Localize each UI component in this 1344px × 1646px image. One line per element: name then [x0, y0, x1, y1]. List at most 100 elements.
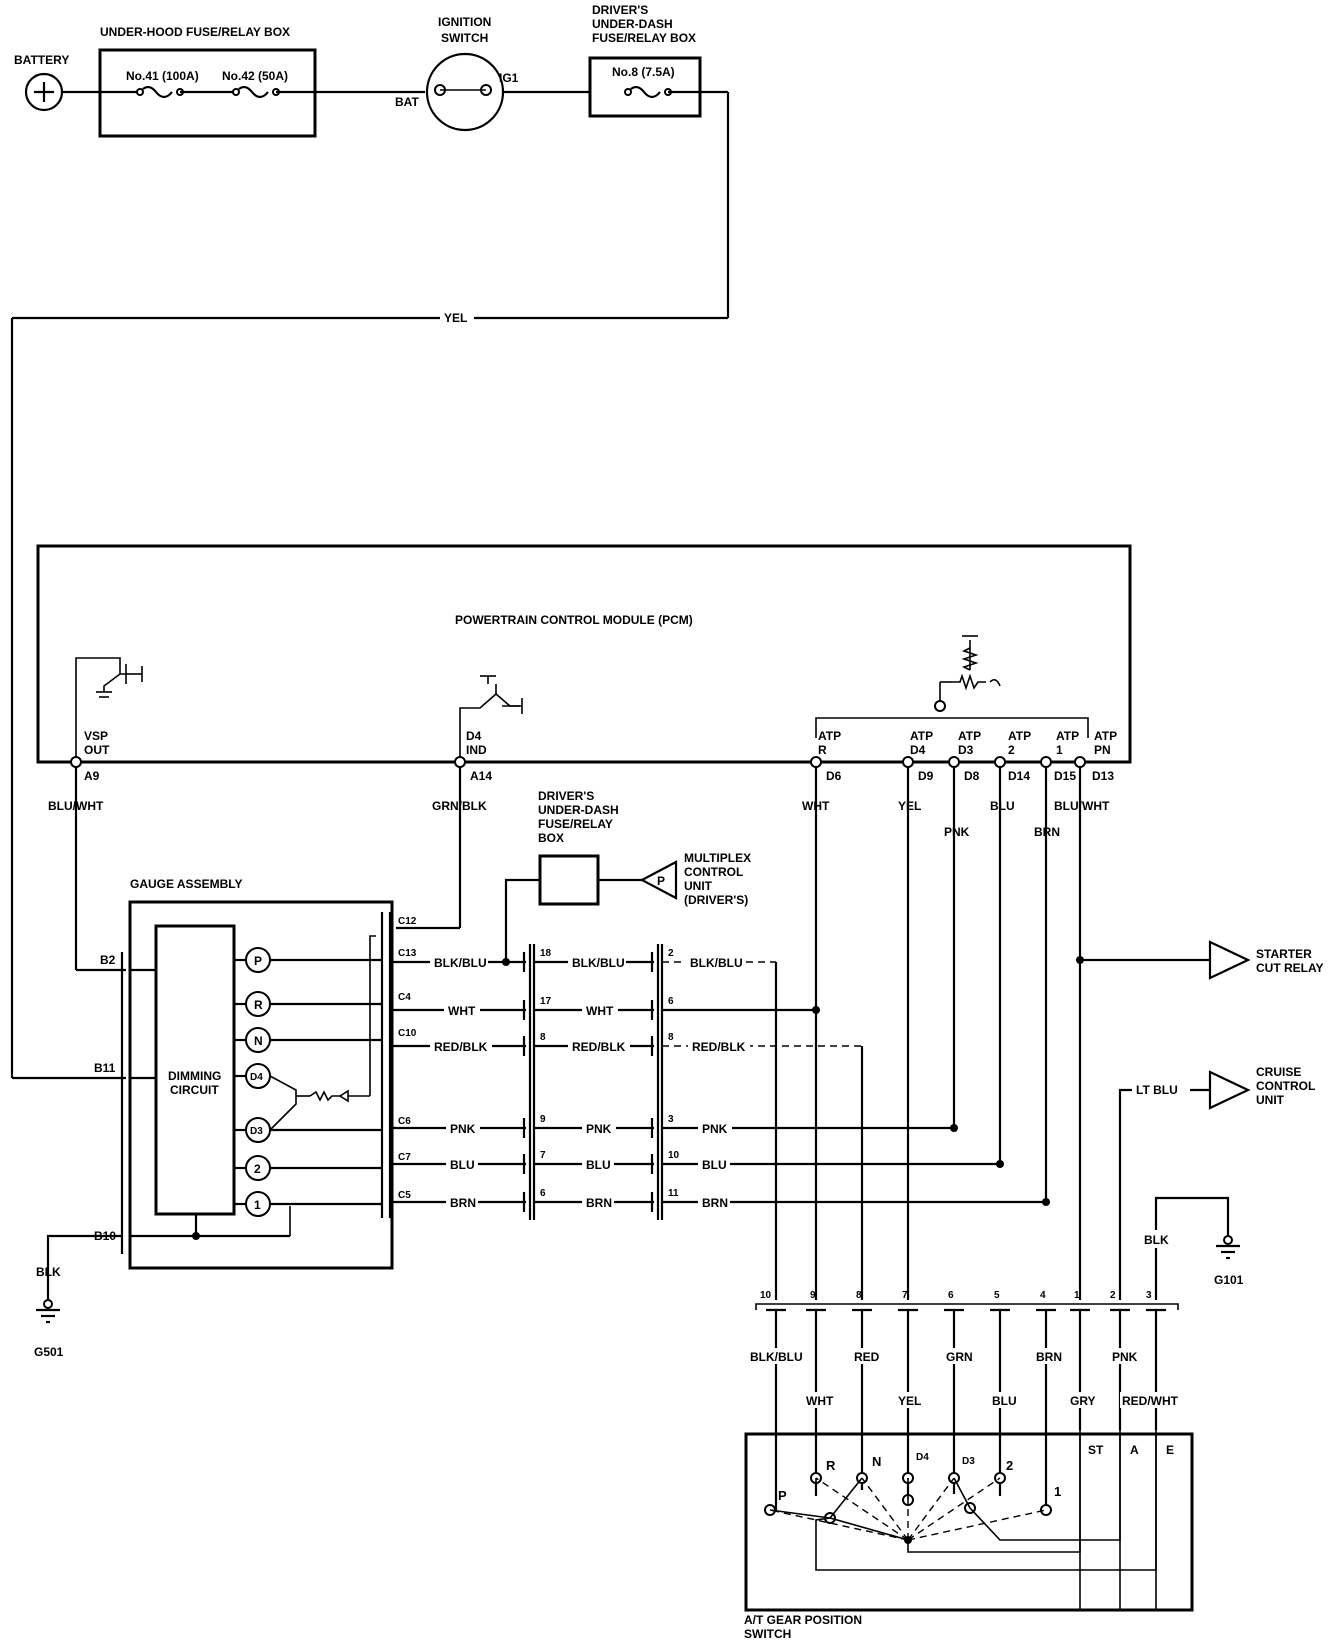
atp-d4-label-2: D4 — [910, 743, 926, 757]
c5-w3: BRN — [702, 1196, 728, 1210]
gauge-blk-label: BLK — [36, 1265, 61, 1279]
pin-d9-label: D9 — [918, 769, 934, 783]
d4-ind-label-1: D4 — [466, 729, 482, 743]
at-switch-label-2: SWITCH — [744, 1627, 791, 1641]
blk-g101-label: BLK — [1144, 1233, 1169, 1247]
switch-pos-d3: D3 — [962, 1456, 975, 1467]
pin-d6-label: D6 — [826, 769, 842, 783]
atp-r-label-1: ATP — [818, 729, 841, 743]
c13-w2: BLK/BLU — [572, 956, 625, 970]
pin-a14-label: A14 — [470, 769, 492, 783]
c13-w3: BLK/BLU — [690, 956, 743, 970]
power-circuit: BATTERY UNDER-HOOD FUSE/RELAY BOX No.41 … — [10, 3, 730, 1080]
c4-w1: WHT — [448, 1004, 476, 1018]
c4-p1: 17 — [540, 996, 552, 1007]
upper-wire-red: RED — [854, 1350, 880, 1364]
mcu-label-2: CONTROL — [684, 865, 743, 879]
atp-r-label-2: R — [818, 743, 827, 757]
g501-label: G501 — [34, 1345, 64, 1359]
dimming-label-1: DIMMING — [168, 1069, 221, 1083]
conn-pin-5: 5 — [994, 1290, 1000, 1301]
c4-label: C4 — [398, 992, 411, 1003]
switch-pos-r: R — [826, 1458, 836, 1473]
pin-d15-label: D15 — [1054, 769, 1076, 783]
mcu-label-4: (DRIVER'S) — [684, 893, 748, 907]
pcm-output-wires: BLU/WHT GRN/BLK WHT YEL PNK BLU BRN BLU/… — [48, 767, 1324, 1300]
fuse-8-icon — [627, 85, 661, 99]
connector-pin-labels: 10 9 8 7 6 5 4 1 2 3 — [760, 1290, 1152, 1301]
c7-p1: 7 — [540, 1150, 546, 1161]
upper-wire-grn: GRN — [946, 1350, 973, 1364]
d15-wire-label: BRN — [1034, 825, 1060, 839]
lower-wire-gry: GRY — [1070, 1394, 1096, 1408]
mcu-label-1: MULTIPLEX — [684, 851, 751, 865]
pcm-box — [36, 544, 1132, 764]
c5-label: C5 — [398, 1190, 411, 1201]
pin-a9 — [70, 756, 82, 768]
c10-p1: 8 — [540, 1032, 546, 1043]
c13-label: C13 — [398, 948, 417, 959]
pin-b11-label: B11 — [94, 1061, 116, 1075]
atp-pn-label-1: ATP — [1094, 729, 1117, 743]
g101-label: G101 — [1214, 1273, 1244, 1287]
c10-w1: RED/BLK — [434, 1040, 488, 1054]
vsp-out-label-2: OUT — [84, 743, 110, 757]
c10-p2: 8 — [668, 1032, 674, 1043]
c4-w2: WHT — [586, 1004, 614, 1018]
c5-p1: 6 — [540, 1188, 546, 1199]
mid-driver-box-4: BOX — [538, 831, 564, 845]
c12-label: C12 — [398, 916, 417, 927]
c6-w2: PNK — [586, 1122, 612, 1136]
ig1-terminal-label: IG1 — [499, 71, 519, 85]
c6-w1: PNK — [450, 1122, 476, 1136]
a14-wire-label: GRN/BLK — [432, 799, 487, 813]
a9-wire-label: BLU/WHT — [48, 799, 104, 813]
conn-pin-4: 4 — [1040, 1290, 1046, 1301]
fuse-8-label: No.8 (7.5A) — [612, 65, 675, 79]
mid-driver-box-icon — [538, 854, 600, 906]
conn-pin-1: 1 — [1074, 1290, 1080, 1301]
pin-d8 — [948, 756, 960, 768]
lower-wire-yel: YEL — [898, 1394, 921, 1408]
indicator-p-label: P — [254, 954, 262, 968]
c10-w2: RED/BLK — [572, 1040, 626, 1054]
cruise-label-1: CRUISE — [1256, 1065, 1301, 1079]
bat-terminal-label: BAT — [395, 95, 419, 109]
c5-w1: BRN — [450, 1196, 476, 1210]
upper-wire-brn: BRN — [1036, 1350, 1062, 1364]
c10-label: C10 — [398, 1028, 417, 1039]
at-gear-position-switch: A/T GEAR POSITION SWITCH P R N D4 D3 2 1… — [744, 1430, 1194, 1641]
pin-d14-label: D14 — [1008, 769, 1030, 783]
pin-d14 — [994, 756, 1006, 768]
fuse-41-label: No.41 (100A) — [126, 69, 199, 83]
fuse-42-icon — [235, 85, 269, 99]
conn-pin-6: 6 — [948, 1290, 954, 1301]
atp-1-label-2: 1 — [1056, 743, 1063, 757]
pin-d6 — [810, 756, 822, 768]
atp-2-label-1: ATP — [1008, 729, 1031, 743]
switch-pos-2: 2 — [1006, 1458, 1013, 1473]
gauge-connector-labels: C12 C13 C4 C10 C6 C7 C5 — [398, 916, 417, 1201]
c7-w1: BLU — [450, 1158, 475, 1172]
fuse-42-label: No.42 (50A) — [222, 69, 288, 83]
switch-pos-1: 1 — [1054, 1484, 1061, 1499]
multiplex-section: DRIVER'S UNDER-DASH FUSE/RELAY BOX P MUL… — [504, 789, 751, 962]
upper-wire-pnk: PNK — [1112, 1350, 1138, 1364]
c7-w3: BLU — [702, 1158, 727, 1172]
underhood-box-label: UNDER-HOOD FUSE/RELAY BOX — [100, 25, 290, 39]
switch-a-label: A — [1130, 1443, 1139, 1457]
cruise-control-icon — [1208, 1070, 1251, 1110]
c13-w1: BLK/BLU — [434, 956, 487, 970]
c5-p2: 11 — [668, 1188, 679, 1199]
yel-wire-label: YEL — [444, 311, 467, 325]
indicator-bulbs: P R N D4 D3 2 1 — [234, 947, 271, 1217]
driver-box-label-3: FUSE/RELAY BOX — [592, 31, 696, 45]
c13-p1: 18 — [540, 948, 552, 959]
pin-b2-label: B2 — [100, 953, 116, 967]
pin-d13 — [1074, 756, 1086, 768]
mcu-label-3: UNIT — [684, 879, 713, 893]
dimming-label-2: CIRCUIT — [170, 1083, 219, 1097]
ignition-label-2: SWITCH — [441, 31, 488, 45]
multiplex-unit-letter: P — [657, 874, 665, 888]
atp-d3-label-2: D3 — [958, 743, 974, 757]
